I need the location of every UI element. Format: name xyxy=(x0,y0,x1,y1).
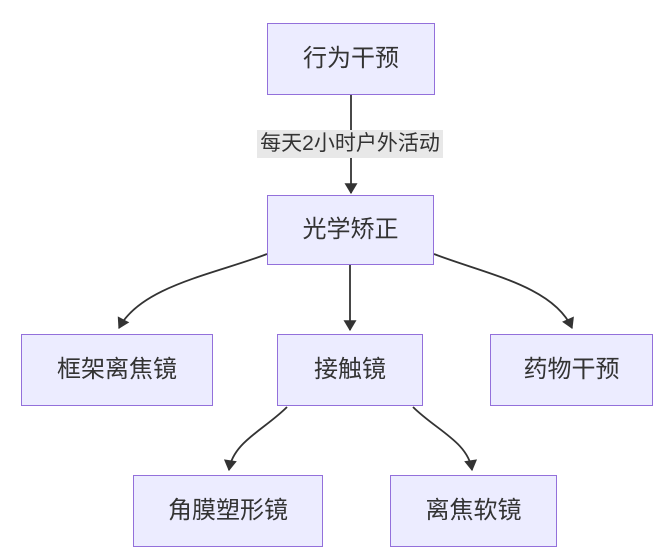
node-label: 离焦软镜 xyxy=(425,497,522,524)
node-optical-correction: 光学矫正 xyxy=(267,195,434,265)
node-defocus-soft-lens: 离焦软镜 xyxy=(390,475,557,547)
edge-optical-to-frame xyxy=(117,253,268,329)
node-label: 角膜塑形镜 xyxy=(168,497,288,524)
node-drug-intervention: 药物干预 xyxy=(490,334,653,406)
node-label: 接触镜 xyxy=(314,356,386,383)
node-label: 光学矫正 xyxy=(302,216,399,243)
node-label: 框架离焦镜 xyxy=(57,356,177,383)
node-orthokeratology-lens: 角膜塑形镜 xyxy=(133,475,323,547)
node-behavior-intervention: 行为干预 xyxy=(267,23,435,95)
edge-label-outdoor-activity: 每天2小时户外活动 xyxy=(257,130,443,158)
node-label: 药物干预 xyxy=(523,356,620,383)
node-label: 行为干预 xyxy=(303,45,399,72)
node-contact-lens: 接触镜 xyxy=(277,334,423,406)
edge-label-text: 每天2小时户外活动 xyxy=(260,132,440,155)
node-frame-defocus-lens: 框架离焦镜 xyxy=(21,334,213,406)
edge-contact-to-ortho xyxy=(223,406,288,472)
edge-contact-to-softlens xyxy=(412,406,478,472)
edge-optical-to-drug xyxy=(433,253,574,329)
